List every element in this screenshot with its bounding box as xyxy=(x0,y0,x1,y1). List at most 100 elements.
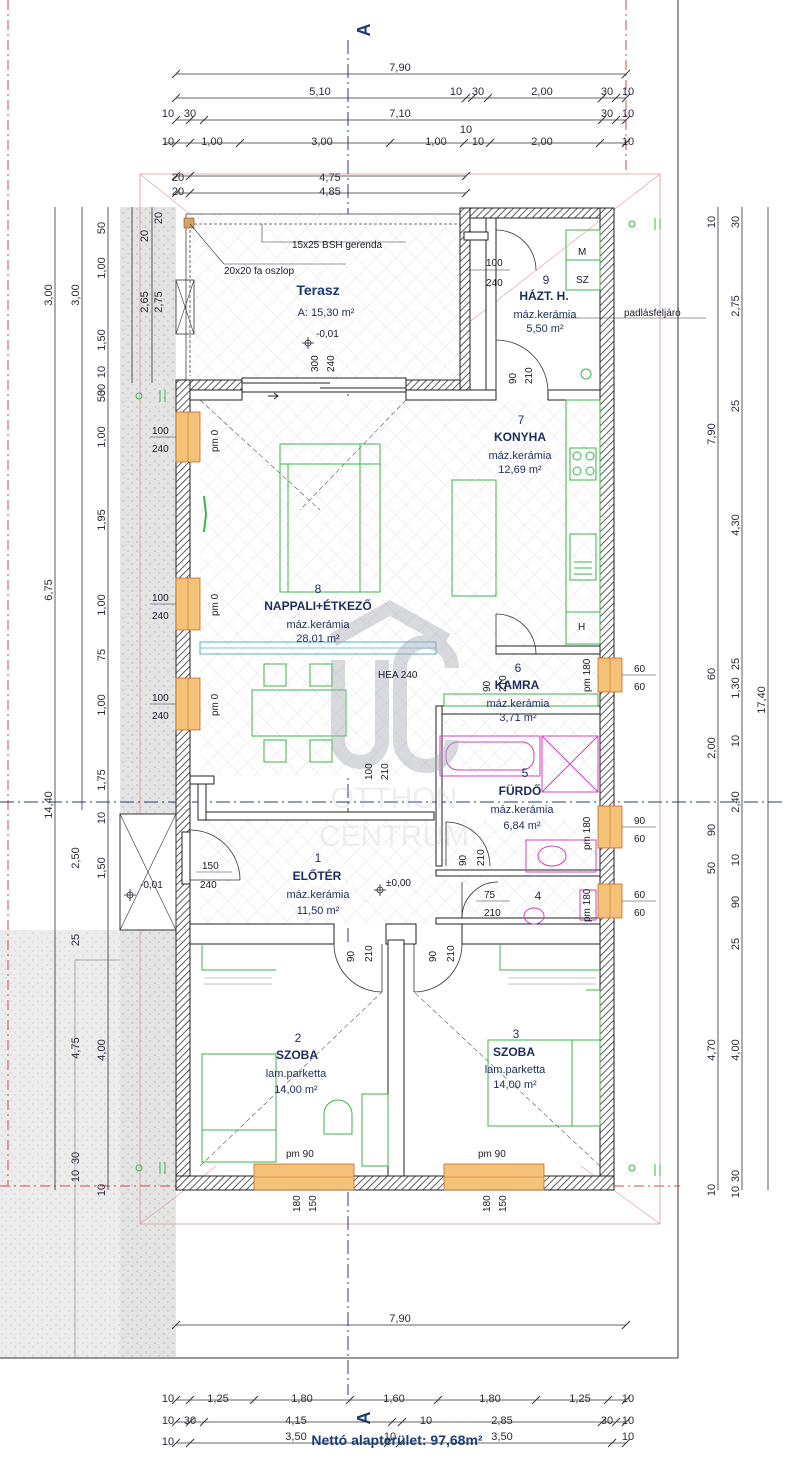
svg-text:240: 240 xyxy=(486,278,503,289)
svg-text:5,10: 5,10 xyxy=(309,86,330,98)
svg-text:10: 10 xyxy=(622,1393,634,1405)
svg-text:10: 10 xyxy=(162,136,174,148)
svg-text:10: 10 xyxy=(384,1431,396,1443)
svg-text:10: 10 xyxy=(472,136,484,148)
svg-text:60: 60 xyxy=(634,908,646,919)
svg-text:240: 240 xyxy=(326,355,337,372)
svg-text:90: 90 xyxy=(634,816,646,827)
svg-text:210: 210 xyxy=(476,849,487,866)
svg-text:-0,01: -0,01 xyxy=(140,880,163,891)
room-kitchen: 7 KONYHA máz.kerámia 12,69 m² xyxy=(489,413,553,476)
svg-text:2,75: 2,75 xyxy=(730,295,742,316)
svg-text:10: 10 xyxy=(622,108,634,120)
svg-text:60: 60 xyxy=(634,890,646,901)
svg-text:4,70: 4,70 xyxy=(706,1039,718,1060)
svg-text:240: 240 xyxy=(152,711,169,722)
svg-text:60: 60 xyxy=(634,664,646,675)
interior-walls xyxy=(189,217,601,1177)
svg-text:10: 10 xyxy=(706,1184,718,1196)
room-bedroom-3: 3 SZOBA lam.parketta 14,00 m² xyxy=(485,1027,546,1091)
svg-text:pm 90: pm 90 xyxy=(478,1149,506,1160)
svg-text:pm 0: pm 0 xyxy=(210,593,221,616)
svg-text:100: 100 xyxy=(152,593,169,604)
svg-text:3,00: 3,00 xyxy=(43,284,55,305)
svg-text:pm 0: pm 0 xyxy=(210,429,221,452)
svg-text:4,75: 4,75 xyxy=(319,172,340,184)
svg-text:9: 9 xyxy=(543,273,550,287)
svg-text:240: 240 xyxy=(152,444,169,455)
level-markers xyxy=(124,337,386,901)
svg-text:lam.parketta: lam.parketta xyxy=(485,1064,546,1076)
svg-text:4,30: 4,30 xyxy=(730,514,742,535)
svg-text:1,50: 1,50 xyxy=(96,857,108,878)
svg-text:150: 150 xyxy=(308,1195,319,1212)
svg-text:11,50 m²: 11,50 m² xyxy=(297,905,340,917)
svg-text:30: 30 xyxy=(96,384,108,396)
room-hazt-h: 9 HÁZT. H. máz.kerámia 5,50 m² xyxy=(514,273,578,335)
svg-text:1,50: 1,50 xyxy=(96,329,108,350)
svg-text:padlásfeljáró: padlásfeljáró xyxy=(624,308,681,319)
svg-text:A: A xyxy=(354,24,374,37)
svg-text:A: 15,30 m²: A: 15,30 m² xyxy=(298,307,355,319)
svg-text:2,40: 2,40 xyxy=(730,791,742,812)
svg-text:240: 240 xyxy=(152,611,169,622)
svg-text:90: 90 xyxy=(428,950,439,962)
opening-labels: 100 240 300 240 90 210 100 240 pm 0 100 … xyxy=(150,258,656,1212)
svg-text:30: 30 xyxy=(472,86,484,98)
svg-text:210: 210 xyxy=(498,675,509,692)
dimension-lines-right xyxy=(717,207,769,1190)
svg-text:50: 50 xyxy=(96,390,108,402)
svg-text:7,90: 7,90 xyxy=(389,1313,410,1325)
svg-text:12,69 m²: 12,69 m² xyxy=(498,464,542,476)
svg-text:2,75: 2,75 xyxy=(153,291,165,312)
svg-text:30: 30 xyxy=(184,108,196,120)
watermark: OTTHON CENTRUM xyxy=(319,599,469,853)
svg-text:OTTHON: OTTHON xyxy=(331,782,458,815)
svg-text:1,00: 1,00 xyxy=(96,257,108,278)
svg-text:6,84 m²: 6,84 m² xyxy=(503,820,541,832)
svg-text:10: 10 xyxy=(70,1170,82,1182)
svg-text:20: 20 xyxy=(172,172,184,184)
section-marker-top: A xyxy=(354,24,374,37)
svg-text:1,00: 1,00 xyxy=(425,136,446,148)
svg-text:1,25: 1,25 xyxy=(569,1393,590,1405)
svg-text:150: 150 xyxy=(498,1195,509,1212)
svg-text:25: 25 xyxy=(730,400,742,412)
svg-text:10: 10 xyxy=(622,86,634,98)
svg-text:25: 25 xyxy=(730,658,742,670)
dimension-ticks xyxy=(171,69,631,1448)
svg-text:17,40: 17,40 xyxy=(756,686,768,714)
net-floor-area: Nettó alapterület: 97,68m² xyxy=(311,1432,482,1448)
svg-text:100: 100 xyxy=(152,426,169,437)
svg-text:máz.kerámia: máz.kerámia xyxy=(487,698,551,710)
svg-text:3,00: 3,00 xyxy=(70,284,82,305)
svg-text:KONYHA: KONYHA xyxy=(494,430,546,444)
svg-text:300: 300 xyxy=(310,355,321,372)
svg-text:2,00: 2,00 xyxy=(531,86,552,98)
svg-text:7,90: 7,90 xyxy=(706,423,718,444)
svg-text:60: 60 xyxy=(706,668,718,680)
room-living-dining: 8 NAPPALI+ÉTKEZŐ máz.kerámia 28,01 m² xyxy=(264,582,371,645)
svg-text:máz.kerámia: máz.kerámia xyxy=(491,804,555,816)
wall-markers xyxy=(135,218,661,1176)
svg-text:7,90: 7,90 xyxy=(389,62,410,74)
floor-room2 xyxy=(200,944,388,1166)
room-hall: 1 ELŐTÉR máz.kerámia 11,50 m² xyxy=(287,851,351,917)
svg-text:75: 75 xyxy=(96,649,108,661)
svg-text:máz.kerámia: máz.kerámia xyxy=(287,619,351,631)
svg-text:KAMRA: KAMRA xyxy=(495,678,540,692)
svg-text:HEA 240: HEA 240 xyxy=(378,670,418,681)
svg-text:14,00 m²: 14,00 m² xyxy=(493,1079,537,1091)
svg-text:6: 6 xyxy=(515,661,522,675)
svg-text:NAPPALI+ÉTKEZŐ: NAPPALI+ÉTKEZŐ xyxy=(264,598,371,613)
svg-text:10: 10 xyxy=(622,136,634,148)
svg-text:pm 90: pm 90 xyxy=(286,1149,314,1160)
svg-text:210: 210 xyxy=(380,763,391,780)
svg-text:30: 30 xyxy=(184,1415,196,1427)
svg-text:180: 180 xyxy=(292,1195,303,1212)
svg-text:SZ: SZ xyxy=(576,275,589,286)
sliding-door xyxy=(241,377,407,393)
svg-text:3,71 m²: 3,71 m² xyxy=(499,712,537,724)
svg-text:50: 50 xyxy=(706,862,718,874)
